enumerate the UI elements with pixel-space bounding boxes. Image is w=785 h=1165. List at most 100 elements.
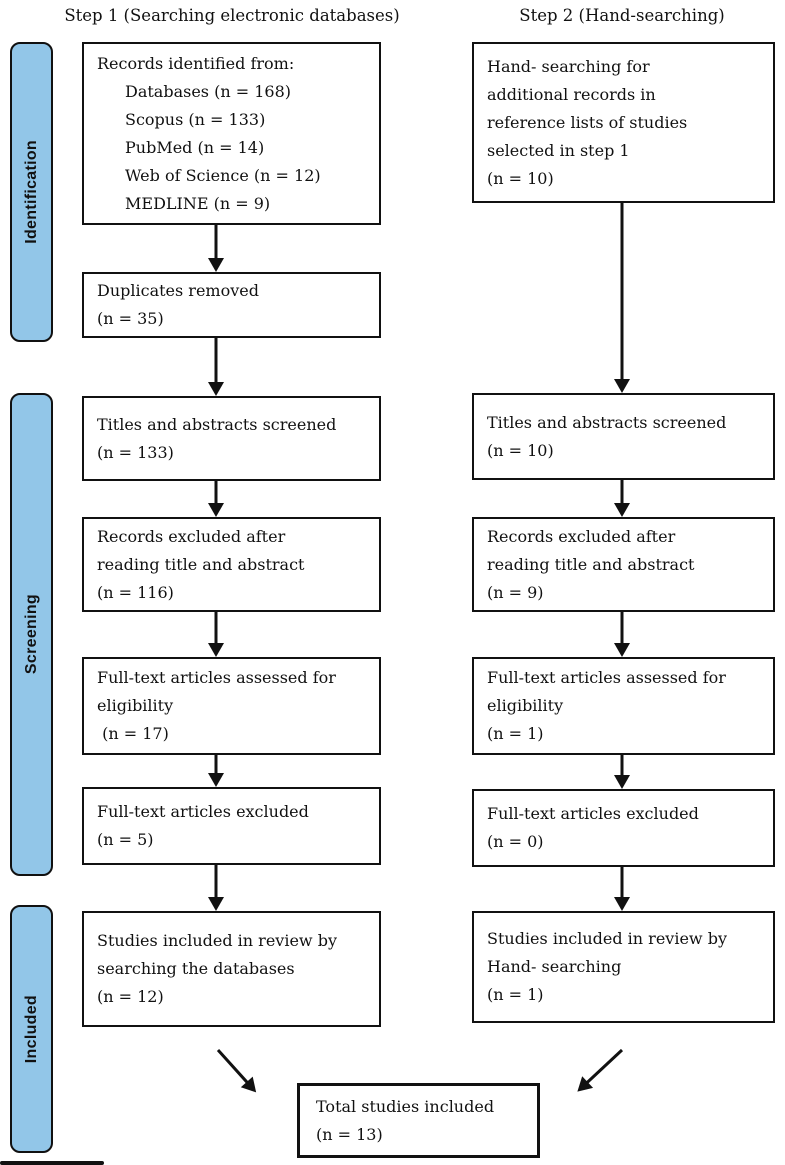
step1-duplicates-removed-box: Duplicates removed (n = 35)	[82, 272, 381, 338]
box-line: Records identified from:	[97, 53, 295, 73]
box-line: reference lists of studies	[487, 112, 688, 132]
box-line: Studies included in review by	[97, 931, 337, 950]
arrow-shaft	[214, 612, 218, 645]
arrow-shaft	[214, 225, 218, 260]
box-line: (n = 17)	[97, 724, 169, 743]
screening-band: Screening	[10, 393, 53, 876]
down-arrow-icon	[613, 480, 631, 517]
step2-titles-screened-box: Titles and abstracts screened (n = 10)	[472, 393, 775, 480]
box-line: Records excluded after	[487, 526, 676, 546]
down-arrow-icon	[207, 865, 225, 911]
box-line: (n = 13)	[316, 1124, 383, 1144]
box-line: selected in step 1	[487, 140, 630, 160]
box-line: Titles and abstracts screened	[97, 414, 337, 434]
box-line: reading title and abstract	[97, 554, 305, 574]
step1-fulltext-assessed-box: Full-text articles assessed for eligibil…	[82, 657, 381, 755]
box-line: reading title and abstract	[487, 554, 695, 574]
arrow-shaft	[214, 338, 218, 384]
arrow-head	[614, 503, 630, 517]
step2-records-excluded-box: Records excluded after reading title and…	[472, 517, 775, 612]
arrow-shaft	[214, 481, 218, 505]
down-arrow-icon	[613, 612, 631, 657]
step2-handsearch-box: Hand- searching for additional records i…	[472, 42, 775, 203]
step2-fulltext-assessed-box: Full-text articles assessed for eligibil…	[472, 657, 775, 755]
arrow-shaft	[620, 480, 624, 505]
included-band-label: Included	[22, 994, 40, 1064]
down-arrow-icon	[613, 867, 631, 911]
box-line: (n = 12)	[97, 987, 164, 1006]
identification-band: Identification	[10, 42, 53, 342]
step2-fulltext-excluded-box: Full-text articles excluded (n = 0)	[472, 789, 775, 867]
box-line: additional records in	[487, 84, 656, 104]
arrow-shaft	[214, 865, 218, 899]
box-line: (n = 1)	[487, 985, 544, 1004]
arrow-head	[614, 897, 630, 911]
arrow-head	[208, 258, 224, 272]
screening-band-label: Screening	[22, 594, 40, 675]
box-line: Web of Science (n = 12)	[125, 165, 321, 185]
box-line: (n = 5)	[97, 830, 154, 849]
step1-column-title: Step 1 (Searching electronic databases)	[64, 6, 400, 25]
arrow-head	[208, 503, 224, 517]
arrow-shaft	[620, 203, 624, 381]
box-line: (n = 9)	[487, 582, 544, 602]
cropped-edge-artifact	[0, 1161, 104, 1165]
box-line: Duplicates removed	[97, 281, 259, 300]
step2-studies-included-box: Studies included in review by Hand- sear…	[472, 911, 775, 1023]
down-arrow-icon	[207, 755, 225, 787]
box-line: Studies included in review by	[487, 929, 727, 948]
arrow-shaft	[214, 755, 218, 775]
identification-band-label: Identification	[22, 140, 40, 244]
arrow-head	[614, 379, 630, 393]
step1-records-identified-box: Records identified from: Databases (n = …	[82, 42, 381, 225]
arrow-shaft	[216, 1048, 250, 1086]
box-line: Hand- searching	[487, 957, 622, 976]
down-arrow-icon	[207, 225, 225, 272]
arrow-shaft	[620, 755, 624, 777]
box-line: (n = 10)	[487, 440, 554, 460]
arrow-head	[208, 643, 224, 657]
arrow-shaft	[620, 612, 624, 645]
box-line: eligibility	[487, 696, 564, 715]
arrow-head	[208, 897, 224, 911]
box-line: (n = 35)	[97, 309, 164, 328]
arrow-head	[614, 775, 630, 789]
arrow-shaft	[584, 1048, 624, 1086]
box-line: (n = 10)	[487, 168, 554, 188]
box-line: (n = 133)	[97, 442, 174, 462]
down-arrow-icon	[207, 612, 225, 657]
step1-studies-included-box: Studies included in review by searching …	[82, 911, 381, 1027]
box-line: Records excluded after	[97, 526, 286, 546]
box-line: Hand- searching for	[487, 56, 650, 76]
down-arrow-icon	[613, 203, 631, 393]
down-arrow-icon	[207, 481, 225, 517]
arrow-head	[614, 643, 630, 657]
step2-column-title: Step 2 (Hand-searching)	[519, 6, 725, 25]
down-arrow-icon	[613, 755, 631, 789]
down-arrow-icon	[207, 338, 225, 396]
box-line: Full-text articles assessed for	[487, 668, 726, 687]
arrow-shaft	[620, 867, 624, 899]
total-studies-included-box: Total studies included (n = 13)	[297, 1083, 540, 1158]
diagonal-arrow-right-icon	[571, 1044, 628, 1098]
box-line: Scopus (n = 133)	[125, 109, 266, 129]
box-line: Databases (n = 168)	[125, 81, 291, 101]
box-line: Full-text articles assessed for	[97, 668, 336, 687]
arrow-head	[208, 773, 224, 787]
included-band: Included	[10, 905, 53, 1153]
box-line: Total studies included	[316, 1096, 495, 1116]
box-line: MEDLINE (n = 9)	[125, 193, 271, 213]
box-line: PubMed (n = 14)	[125, 137, 265, 157]
step1-titles-screened-box: Titles and abstracts screened (n = 133)	[82, 396, 381, 481]
step1-fulltext-excluded-box: Full-text articles excluded (n = 5)	[82, 787, 381, 865]
box-line: searching the databases	[97, 959, 295, 978]
box-line: Full-text articles excluded	[487, 804, 699, 823]
step1-records-excluded-box: Records excluded after reading title and…	[82, 517, 381, 612]
box-line: (n = 1)	[487, 724, 544, 743]
box-line: (n = 0)	[487, 832, 544, 851]
box-line: Titles and abstracts screened	[487, 412, 727, 432]
box-line: Full-text articles excluded	[97, 802, 309, 821]
diagonal-arrow-left-icon	[212, 1045, 263, 1098]
arrow-head	[208, 382, 224, 396]
